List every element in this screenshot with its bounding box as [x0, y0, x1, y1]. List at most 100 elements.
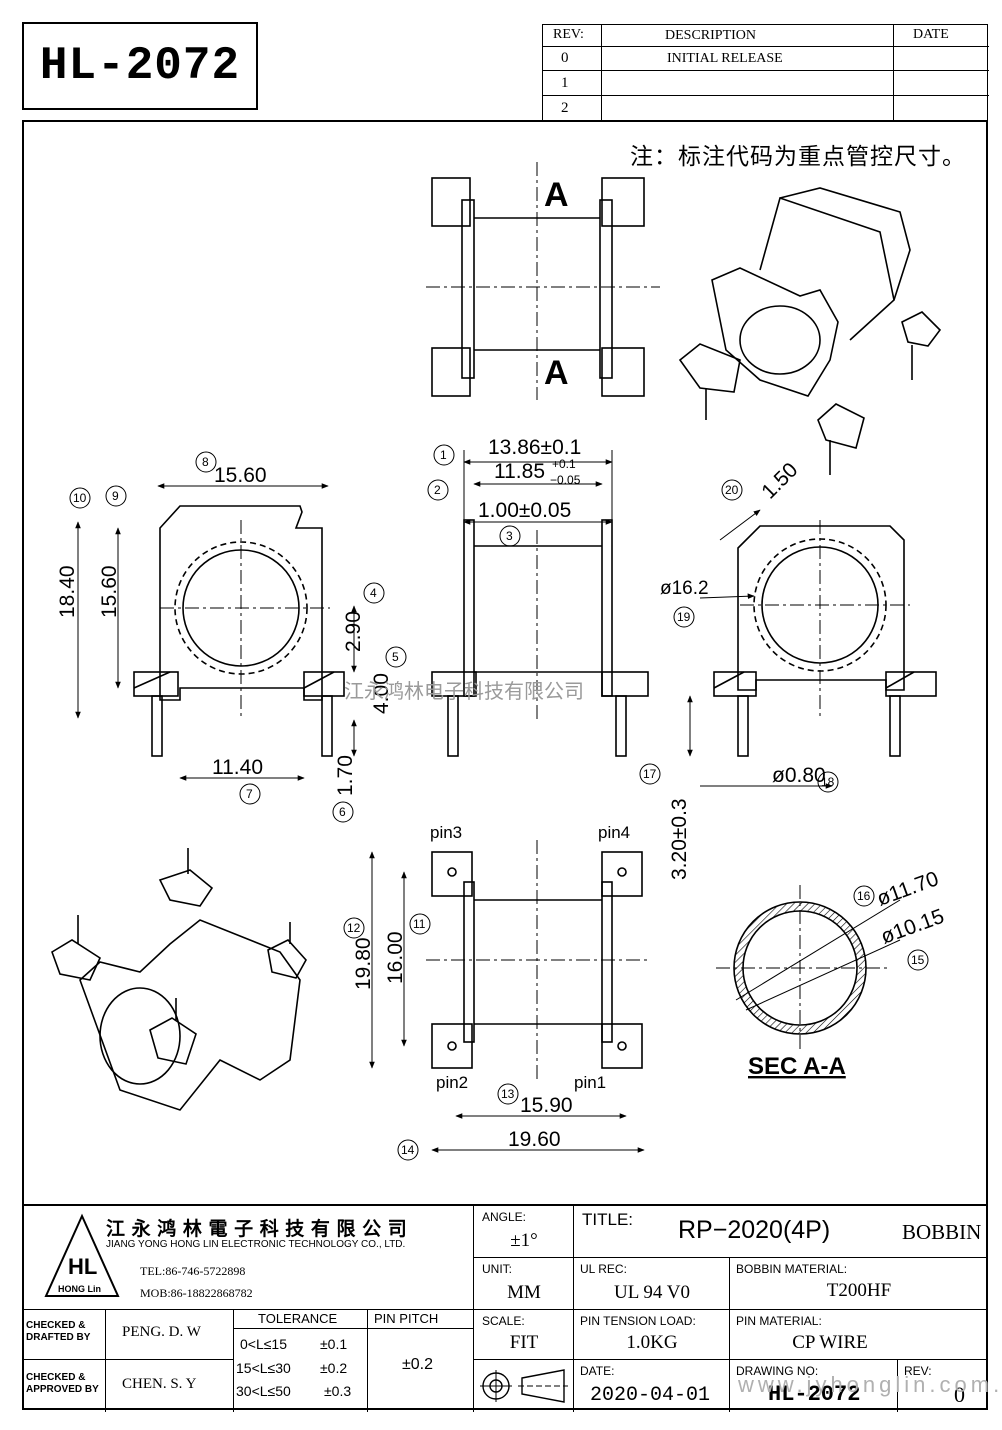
- dimension-lines: [75, 450, 833, 1153]
- description-header: DESCRIPTION: [665, 28, 757, 43]
- dim-17: 3.20±0.3: [668, 798, 691, 880]
- svg-text:14: 14: [401, 1143, 415, 1157]
- approved-by-value: CHEN. S. Y: [122, 1376, 197, 1392]
- dim-7: 11.40: [212, 756, 263, 779]
- svg-text:5: 5: [392, 650, 399, 664]
- pin-tension-cell: PIN TENSION LOAD: 1.0KG: [574, 1310, 730, 1360]
- dim-5: 4.00: [370, 673, 393, 714]
- pin-labels: pin3 pin4 pin2 pin1: [430, 823, 630, 1092]
- tol-value-2: ±0.3: [324, 1383, 352, 1399]
- company-mob: MOB:86-18822868782: [140, 1286, 253, 1300]
- bobbin-material-value: T200HF: [826, 1280, 892, 1301]
- svg-text:6: 6: [339, 805, 346, 819]
- drafted-cell: CHECKED & DRAFTED BY: [22, 1310, 106, 1360]
- balloon-13: 13: [497, 1083, 519, 1105]
- logo-text: HL: [68, 1254, 97, 1279]
- svg-text:7: 7: [246, 787, 253, 801]
- tol-value-0: ±0.1: [320, 1336, 348, 1352]
- dim-6: 1.70: [334, 755, 357, 796]
- svg-text:8: 8: [202, 455, 209, 469]
- dim-4: 2.90: [342, 611, 365, 652]
- pin1-label: pin1: [574, 1073, 606, 1092]
- tol-range-0: 0<L≤15: [240, 1336, 288, 1352]
- pin-pitch-cell: PIN PITCH ±0.2: [368, 1310, 474, 1412]
- drawing-title: HL-2072: [39, 40, 241, 92]
- pin-material-value: CP WIRE: [792, 1332, 868, 1353]
- rev-row-1: 1: [561, 75, 569, 91]
- date-header: DATE: [913, 27, 949, 42]
- balloon-5: 5: [385, 646, 407, 668]
- top-view: [426, 162, 660, 400]
- angle-value: ±1°: [510, 1230, 538, 1251]
- svg-text:1: 1: [440, 448, 447, 462]
- tol-value-1: ±0.2: [320, 1360, 348, 1376]
- svg-text:20: 20: [725, 483, 739, 497]
- unit-cell: UNIT: MM: [474, 1258, 574, 1310]
- dim-2: 11.85: [494, 460, 545, 483]
- svg-text:18: 18: [821, 775, 835, 789]
- svg-text:17: 17: [643, 767, 657, 781]
- unit-value: MM: [507, 1282, 541, 1303]
- section-a-a: [716, 885, 901, 1050]
- front-view: [133, 505, 345, 757]
- balloon-15: 15: [907, 949, 929, 971]
- balloon-20: 20: [721, 479, 743, 501]
- company-name-en: JIANG YONG HONG LIN ELECTRONIC TECHNOLOG…: [106, 1239, 406, 1250]
- drafted-by-cell: PENG. D. W: [106, 1310, 234, 1360]
- website-watermark: www.jyhonglin.com.cn: [738, 1372, 1002, 1397]
- title-cell: TITLE: RP−2020(4P) BOBBIN: [574, 1206, 988, 1258]
- drawing-no-value: HL-2072: [768, 1382, 861, 1407]
- dim-10: 18.40: [56, 565, 79, 618]
- approved-by-cell: CHEN. S. Y: [106, 1360, 234, 1412]
- balloon-7: 7: [239, 783, 261, 805]
- svg-text:9: 9: [112, 489, 119, 503]
- section-caption: SEC A-A: [748, 1053, 846, 1080]
- svg-text:10: 10: [73, 491, 87, 505]
- balloon-8: 8: [195, 451, 217, 473]
- balloon-11: 11: [409, 913, 431, 935]
- section-letter-top: A: [544, 176, 569, 214]
- dim-15: ø10.15: [878, 905, 947, 949]
- svg-text:3: 3: [506, 529, 513, 543]
- balloon-19: 19: [673, 606, 695, 628]
- rev-cell: REV: 0: [904, 1364, 965, 1407]
- approved-cell: CHECKED & APPROVED BY: [22, 1360, 106, 1412]
- rev-row-2: 2: [561, 100, 569, 116]
- iso-view-bottom: [51, 848, 307, 1111]
- pin-tension-value: 1.0KG: [626, 1332, 678, 1353]
- scale-cell: SCALE: FIT: [474, 1310, 574, 1360]
- dim-13: 15.90: [520, 1094, 573, 1117]
- balloon-4: 4: [363, 582, 385, 604]
- iso-view-top: [678, 187, 942, 475]
- balloon-17: 17: [639, 763, 661, 785]
- dim-8: 15.60: [214, 464, 267, 487]
- bobbin-material-cell: BOBBIN MATERIAL: T200HF: [730, 1258, 988, 1310]
- balloon-3: 3: [499, 525, 521, 547]
- tolerance-cell: TOLERANCE 0<L≤15 ±0.1 15<L≤30 ±0.2 30<L≤…: [234, 1310, 368, 1412]
- pin-pitch-value: ±0.2: [402, 1356, 434, 1373]
- dim-9: 15.60: [98, 565, 121, 618]
- balloon-6: 6: [332, 801, 354, 823]
- dim-20: 1.50: [757, 458, 802, 503]
- balloon-12: 12: [343, 917, 365, 939]
- third-angle-projection-icon: [480, 1369, 568, 1403]
- balloon-9: 9: [105, 485, 127, 507]
- date-value: 2020-04-01: [590, 1384, 711, 1407]
- drawing-no-cell: DRAWING NO: HL-2072: [730, 1360, 898, 1412]
- pin2-label: pin2: [436, 1073, 468, 1092]
- date-cell: DATE: 2020-04-01: [574, 1360, 730, 1412]
- logo-sub: HONG Lin: [58, 1284, 101, 1294]
- pin-material-cell: PIN MATERIAL: CP WIRE: [730, 1310, 988, 1360]
- side-view: [431, 519, 649, 757]
- angle-cell: ANGLE: ±1°: [474, 1206, 574, 1258]
- balloon-2: 2: [427, 479, 449, 501]
- dim-2-plus: +0.1: [552, 457, 576, 471]
- drawing-title-box: HL-2072: [22, 22, 258, 110]
- title-value: RP−2020(4P): [678, 1216, 831, 1244]
- svg-text:11: 11: [413, 917, 426, 931]
- company-name-cn: 江 永 鸿 林 電 子 科 技 有 限 公 司: [106, 1218, 407, 1240]
- technical-drawing: A A 13.86±0.1 11.85 +0.1 −0.05 1.00±0.05…: [51, 162, 947, 1161]
- svg-text:19: 19: [677, 610, 691, 624]
- watermark: 江永鸿林电子科技有限公司: [344, 680, 584, 703]
- svg-text:2: 2: [434, 483, 441, 497]
